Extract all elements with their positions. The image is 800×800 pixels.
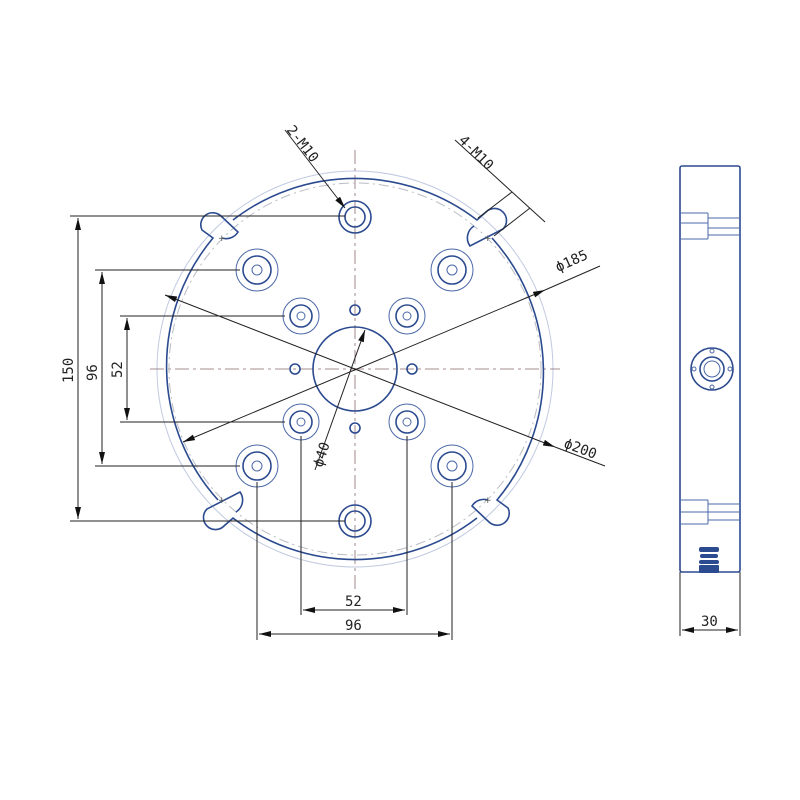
dia-40-line bbox=[314, 329, 366, 471]
counterbore-holes-outer bbox=[235, 248, 474, 488]
svg-text:+: + bbox=[218, 234, 226, 244]
slot-ext-1 bbox=[477, 191, 513, 219]
dia-185-line bbox=[182, 289, 546, 443]
callout-4-m10: 4-M10 bbox=[455, 133, 496, 174]
dim-30-label: 30 bbox=[701, 614, 718, 630]
dim-96-vertical-label: 96 bbox=[85, 364, 101, 381]
dim-96-horizontal-label: 96 bbox=[345, 618, 362, 634]
side-body-outline bbox=[679, 165, 741, 573]
svg-text:+: + bbox=[484, 496, 492, 506]
callout-2-m10: 2-M10 bbox=[283, 123, 322, 166]
dia-200-line bbox=[164, 294, 556, 448]
dia-185-label: ϕ185 bbox=[553, 247, 590, 275]
callout-2-m10-leader bbox=[284, 129, 346, 209]
svg-text:+: + bbox=[484, 234, 492, 244]
dia-40-label: ϕ40 bbox=[311, 440, 334, 469]
dim-52-vertical-label: 52 bbox=[110, 361, 126, 378]
dia-200-leader bbox=[554, 446, 606, 467]
slot-ext-2 bbox=[493, 207, 531, 237]
horizontal-extension-lines bbox=[256, 436, 453, 640]
dia-200-label: ϕ200 bbox=[562, 436, 599, 463]
vertical-extension-lines bbox=[70, 215, 345, 522]
svg-text:+: + bbox=[218, 496, 226, 506]
spring-icon bbox=[699, 547, 719, 573]
side-view: 30 bbox=[679, 165, 741, 636]
dia-185-leader bbox=[544, 265, 601, 291]
slot-marks: + + + + bbox=[218, 234, 492, 506]
side-center-fitting bbox=[690, 347, 734, 391]
dim-150-label: 150 bbox=[61, 358, 77, 383]
dim-52-horizontal-label: 52 bbox=[345, 594, 362, 610]
front-view: + + + + bbox=[61, 123, 606, 640]
